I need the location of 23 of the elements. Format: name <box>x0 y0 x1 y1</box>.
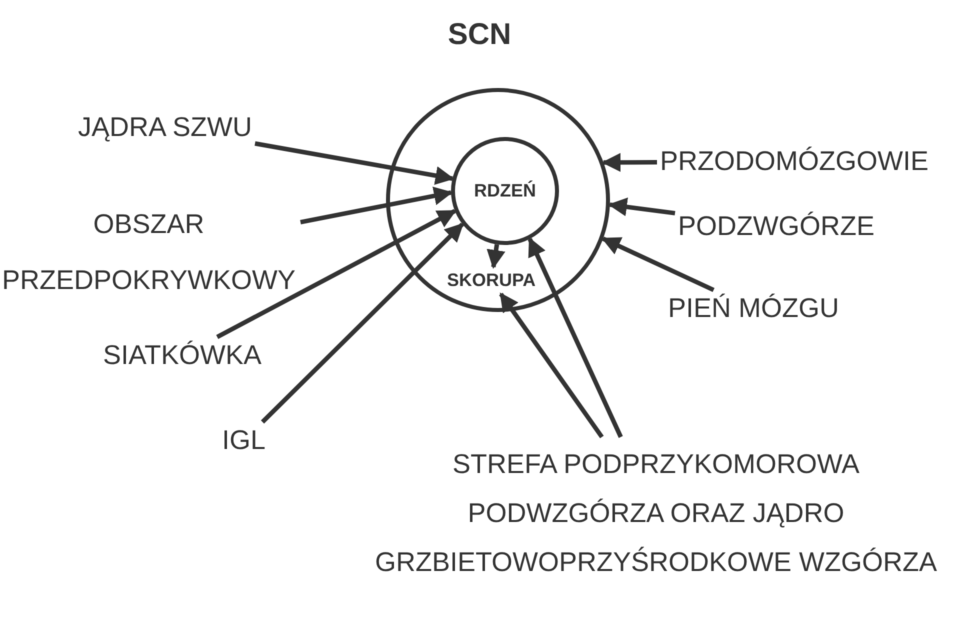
node-label: PRZODOMÓZGOWIE <box>660 146 928 177</box>
circle <box>451 137 559 245</box>
arrow <box>216 209 456 339</box>
node-label: JĄDRA SZWU <box>78 112 252 143</box>
arrow <box>499 292 604 438</box>
node-label: STREFA PODPRZYKOMOROWA PODWZGÓRZA ORAZ JĄDRO GRZBIETOWOPRZYŚRODKOWE WZGÓRZA <box>366 440 946 587</box>
diagram-title: SCN <box>446 18 512 52</box>
arrow <box>486 244 506 269</box>
arrow <box>608 198 676 216</box>
node-label: IGL <box>222 425 266 456</box>
arrow <box>601 236 715 292</box>
arrow <box>528 237 623 438</box>
arrow <box>300 186 453 224</box>
node-label: SKORUPA <box>447 270 536 291</box>
arrow <box>254 141 454 185</box>
circle <box>386 88 610 312</box>
node-label: SIATKÓWKA <box>103 340 262 371</box>
node-label: OBSZAR PRZEDPOKRYWKOWY <box>0 196 298 308</box>
arrow <box>602 152 658 172</box>
node-label: RDZEŃ <box>473 180 537 202</box>
node-label: PIEŃ MÓZGU <box>668 293 840 324</box>
node-label: PODZWGÓRZE <box>678 211 874 242</box>
arrow <box>260 222 464 424</box>
